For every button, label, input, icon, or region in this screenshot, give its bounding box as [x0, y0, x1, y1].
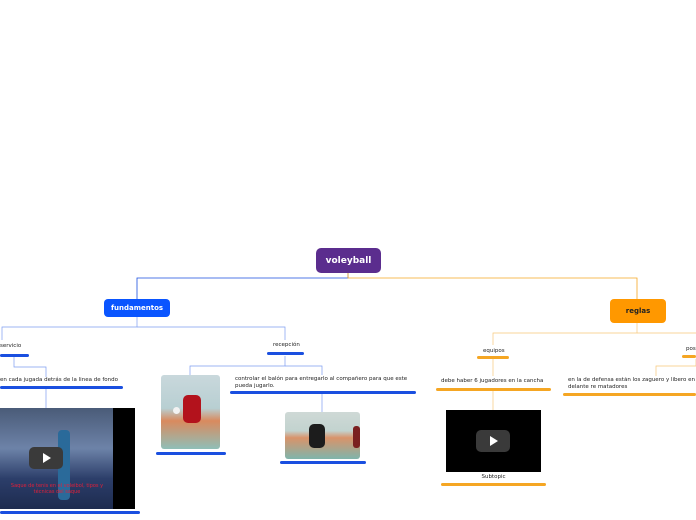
- player-figure: [309, 424, 325, 448]
- equipos-subtopic-label: Subtopic: [481, 474, 506, 480]
- subtopic-servicio-underline: [0, 354, 29, 357]
- topic-fundamentos[interactable]: fundamentos: [104, 299, 170, 317]
- subtopic-posiciones[interactable]: pos: [686, 346, 696, 353]
- equipos-subtopic-underline: [441, 483, 546, 486]
- subtopic-equipos[interactable]: equipos: [483, 348, 505, 355]
- topic-reglas[interactable]: reglas: [610, 299, 666, 323]
- subtopic-equipos-underline: [477, 356, 509, 359]
- equipos-text-underline: [436, 388, 551, 391]
- servicio-text-underline: [0, 386, 123, 389]
- equipos-text-node[interactable]: debe haber 6 jugadores en la cancha: [441, 378, 543, 385]
- servicio-video[interactable]: Saque de tenis en el voleibol, tipos y t…: [0, 408, 135, 509]
- subtopic-recepcion-label: recepción: [273, 342, 300, 348]
- topic-fundamentos-label: fundamentos: [110, 304, 164, 312]
- topic-reglas-label: reglas: [625, 307, 651, 315]
- root-title: voleyball: [325, 255, 372, 266]
- subtopic-servicio[interactable]: servicio: [0, 343, 21, 350]
- recepcion-image-1: [161, 375, 220, 449]
- equipos-video[interactable]: [446, 410, 541, 472]
- equipos-subtopic[interactable]: Subtopic: [446, 474, 541, 481]
- subtopic-posiciones-underline: [682, 355, 696, 358]
- servicio-video-underline: [0, 511, 140, 514]
- servicio-text-node[interactable]: en cada jugada detrás de la linea de fon…: [0, 377, 118, 384]
- player-figure-edge: [353, 426, 360, 448]
- subtopic-posiciones-label: pos: [686, 346, 696, 352]
- recepcion-text: controlar el balón para entregarlo al co…: [235, 376, 408, 389]
- video-caption: Saque de tenis en el voleibol, tipos y t…: [10, 483, 104, 495]
- recepcion-image-2-underline: [280, 461, 366, 464]
- servicio-text: en cada jugada detrás de la linea de fon…: [0, 377, 118, 383]
- recepcion-text-node[interactable]: controlar el balón para entregarlo al co…: [235, 376, 415, 390]
- posiciones-text-underline: [563, 393, 696, 396]
- subtopic-recepcion[interactable]: recepción: [273, 342, 300, 349]
- root-topic[interactable]: voleyball: [316, 248, 381, 273]
- ball-icon: [173, 407, 180, 414]
- play-icon[interactable]: [29, 447, 63, 469]
- recepcion-text-underline: [230, 391, 416, 394]
- posiciones-text: en la de defensa están los zaguero y lib…: [568, 377, 696, 390]
- play-icon[interactable]: [476, 430, 510, 452]
- subtopic-servicio-label: servicio: [0, 343, 22, 349]
- player-figure: [183, 395, 201, 423]
- subtopic-recepcion-underline: [267, 352, 304, 355]
- subtopic-equipos-label: equipos: [483, 348, 505, 354]
- recepcion-image-2: [285, 412, 360, 459]
- posiciones-text-node[interactable]: en la de defensa están los zaguero y lib…: [568, 377, 696, 391]
- recepcion-image-1-underline: [156, 452, 226, 455]
- equipos-text: debe haber 6 jugadores en la cancha: [441, 378, 544, 384]
